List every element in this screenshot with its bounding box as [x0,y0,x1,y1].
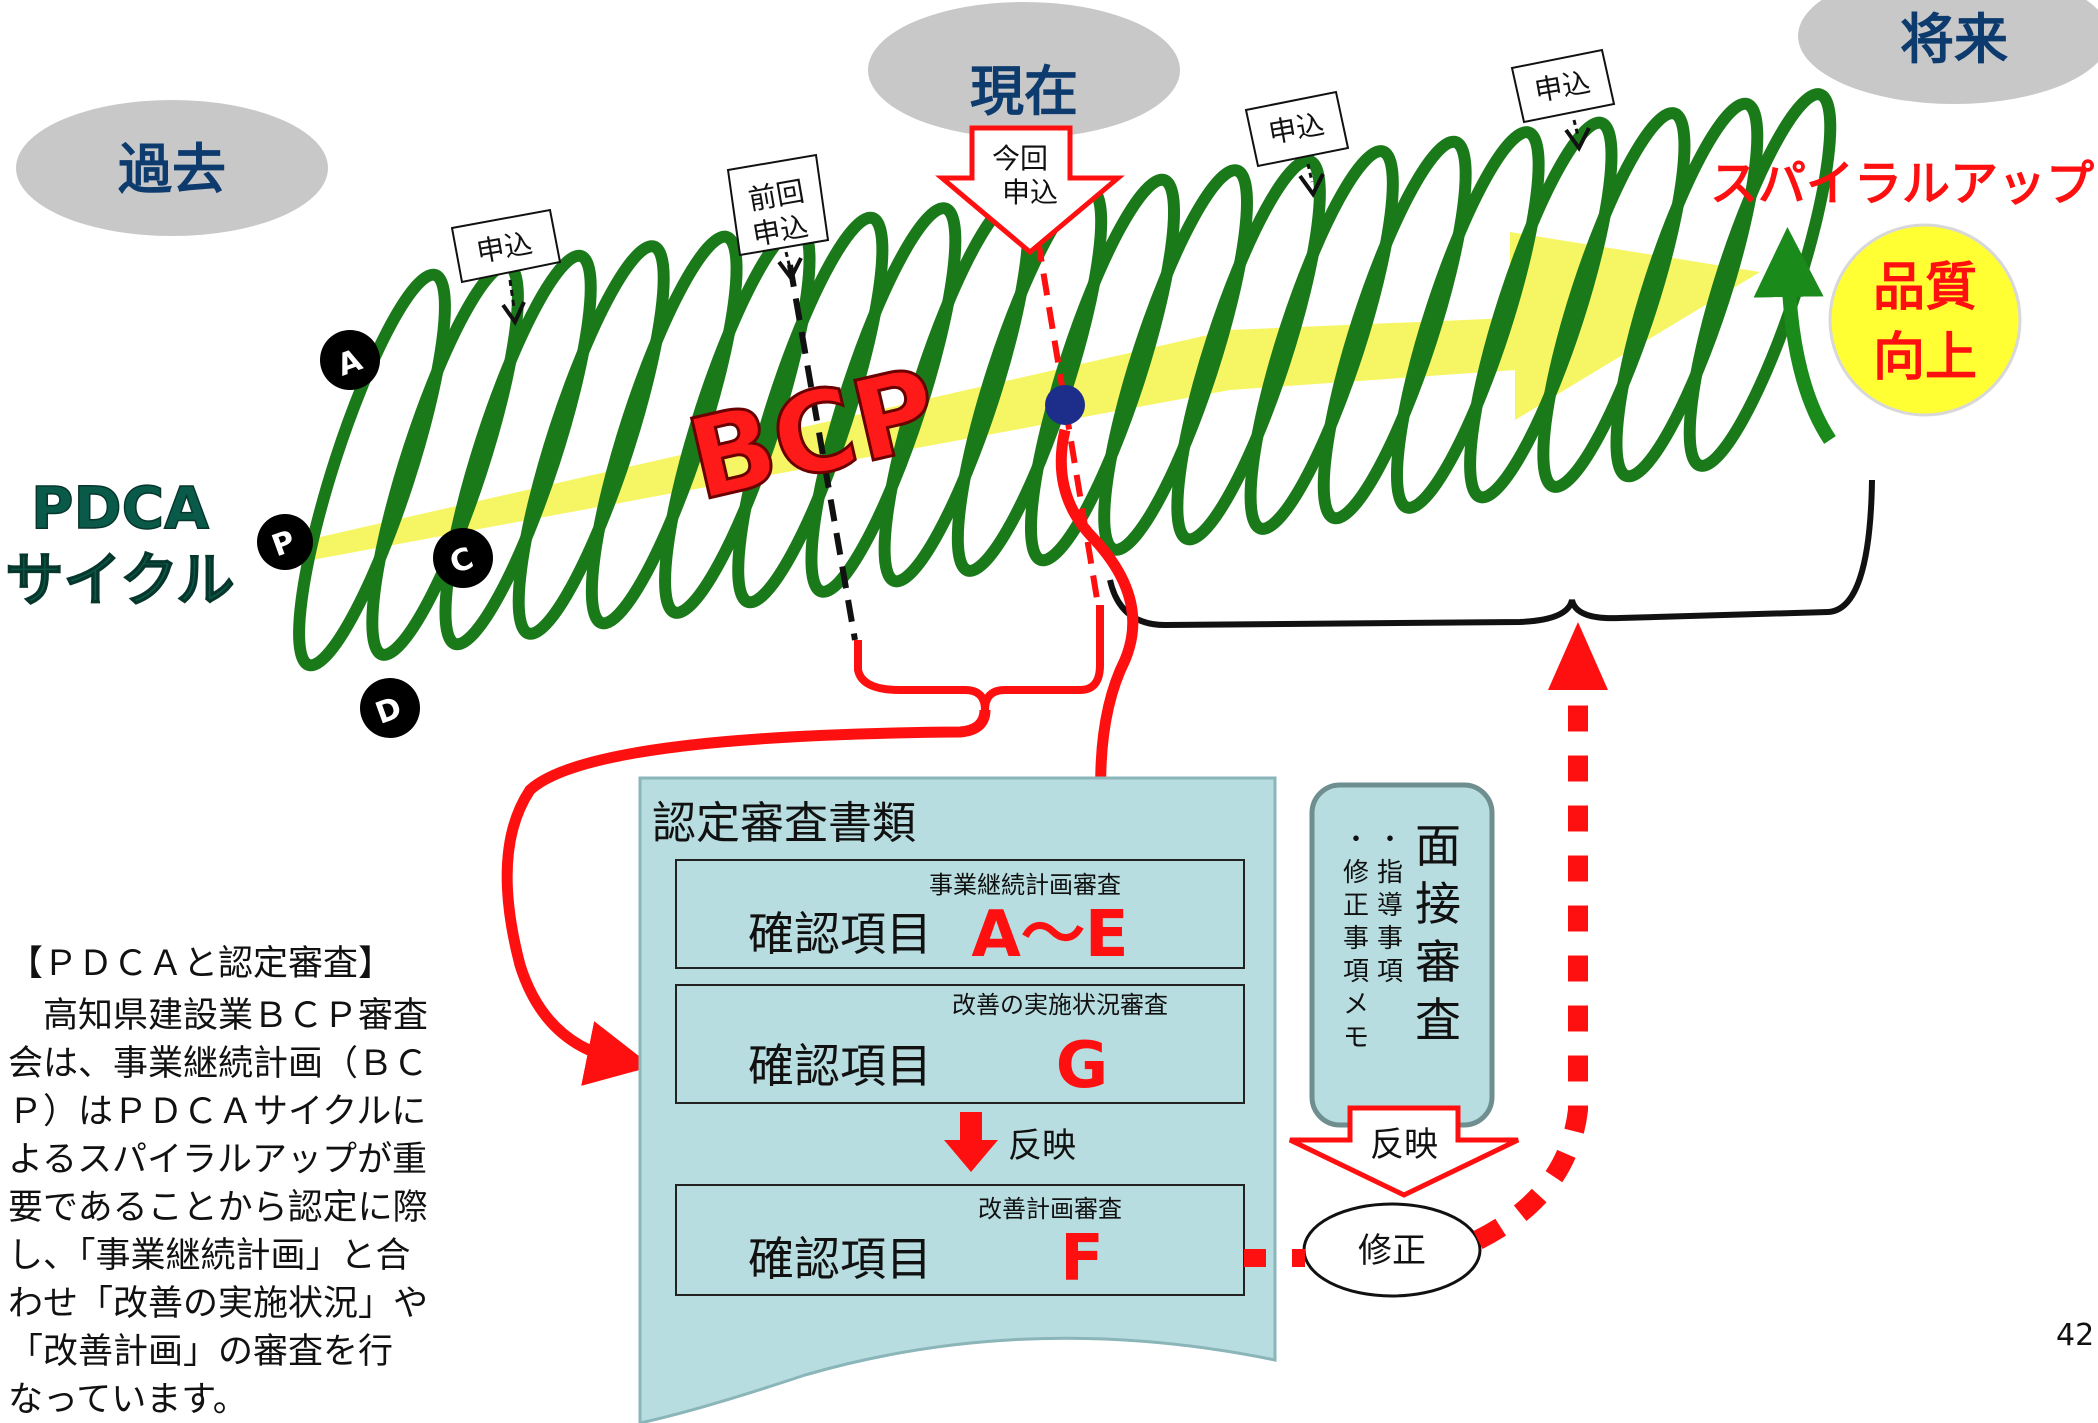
spiral-loop [1244,145,1399,535]
spiral-loop [439,249,597,651]
application-tag-future1: 申込 [1244,90,1350,198]
spiral-loop [1464,116,1618,504]
arrow-to-improvement-status [501,709,991,1086]
row-improvement-plan-code: F [1060,1222,1104,1296]
review-document: 認定審査書類 事業継続計画審査 確認項目 A～E 改善の実施状況審査 確認項目 … [638,776,1277,1423]
description-line: 高知県建設業ＢＣＰ審査 [8,996,428,1036]
description-line: なっています。 [8,1380,248,1420]
reflect-label-internal: 反映 [1008,1126,1076,1166]
pdca-label-line2: サイクル [5,546,234,614]
application-tag-current-line1: 今回 [992,142,1048,175]
interview-note-guidance: ・指導事項 [1377,825,1403,987]
interview-box: 面接審査・指導事項・修正事項メモ [1309,782,1495,1128]
timeline-present: 現在 [868,2,1180,138]
quality-line1: 品質 [1873,258,1977,318]
description-heading: 【ＰＤＣＡと認定審査】 [8,944,393,984]
review-document-title: 認定審査書類 [652,798,916,849]
pdca-spiral-coil [293,88,1837,672]
row-bcp-review: 事業継続計画審査 確認項目 A～E [675,859,1245,972]
description-line: 要であることから認定に際 [8,1188,428,1228]
row-improvement-status-sub: 改善の実施状況審査 [952,991,1168,1019]
spiral-loop [293,268,451,672]
spiral-loop [512,240,670,640]
timeline-present-label: 現在 [970,60,1078,123]
spiral-loop [1317,135,1472,525]
row-bcp-review-code: A～E [971,898,1128,972]
previous-application-line [787,264,858,641]
spiral-loop [1537,107,1691,493]
row-bcp-review-item: 確認項目 [748,907,932,961]
description-line: よるスパイラルアップが重 [8,1140,427,1180]
spiral-loop [1171,154,1326,546]
return-arrow-head [1548,622,1608,690]
timeline-future-label: 将来 [1900,8,2008,71]
timeline-future: 将来 [1798,0,2098,104]
spiral-loop [585,230,743,630]
future-brace [1107,479,1875,629]
application-tag-current: 今回 申込 [935,125,1125,256]
marker-d: D [360,678,420,738]
spiral-end-arrow [1753,227,1836,444]
marker-a: A [320,330,380,390]
review-range-brace [854,605,1104,711]
reflect-arrow-interview: 反映 [1288,1105,1520,1198]
marker-c: C [433,528,493,588]
description-line: Ｐ）はＰＤＣＡサイクルに [8,1092,426,1132]
application-tag-future2: 申込 [1510,48,1616,152]
description-line: 「改善計画」の審査を行 [8,1332,393,1372]
quality-line2: 向上 [1873,328,1977,388]
quality-badge: 品質 向上 [1828,223,2022,417]
application-tag-previous: 前回 申込 [726,153,830,282]
description-line: わせ「改善の実施状況」や [8,1284,428,1324]
description-line: し、「事業継続計画」と合 [8,1236,411,1276]
spiral-up-label: スパイラルアップ [1710,156,2094,212]
present-point [1045,385,1085,425]
pdca-label-line1: PDCA [31,474,209,542]
reflect-arrow-internal: 反映 [944,1112,1076,1172]
application-tag-past: 申込 [450,208,562,327]
arrow-to-bcp-review [1055,428,1139,853]
spiral-loop [732,211,889,609]
row-improvement-status-code: G [1056,1029,1109,1103]
row-improvement-plan: 改善計画審査 確認項目 F [675,1184,1245,1296]
page-number: 42 [2056,1318,2094,1353]
return-arrow-to-future [1473,680,1588,1249]
spiral-loop [1610,97,1764,483]
row-improvement-plan-item: 確認項目 [748,1232,932,1286]
timeline-past: 過去 [16,100,328,236]
spiral-loop [1024,173,1181,567]
spiral-loop [1098,164,1253,556]
direction-arrow [285,232,1760,565]
timeline-past-label: 過去 [118,138,226,201]
row-improvement-status: 改善の実施状況審査 確認項目 G [675,984,1245,1104]
spiral-loop [805,202,962,598]
interview-note-corrections: ・修正事項メモ [1343,825,1369,1053]
row-improvement-status-item: 確認項目 [748,1039,932,1093]
marker-p: P [257,514,313,570]
correction-label: 修正 [1358,1231,1426,1271]
description-line: 会は、事業継続計画（ＢＣ [8,1044,428,1084]
row-bcp-review-sub: 事業継続計画審査 [929,871,1121,899]
spiral-loop [1390,126,1545,514]
reflect-label-interview: 反映 [1370,1125,1438,1165]
interview-title: 面接審査 [1415,819,1461,1047]
correction-node: 修正 [1302,1202,1482,1298]
row-improvement-plan-sub: 改善計画審査 [978,1195,1122,1223]
application-tag-current-line2: 申込 [1002,176,1058,209]
